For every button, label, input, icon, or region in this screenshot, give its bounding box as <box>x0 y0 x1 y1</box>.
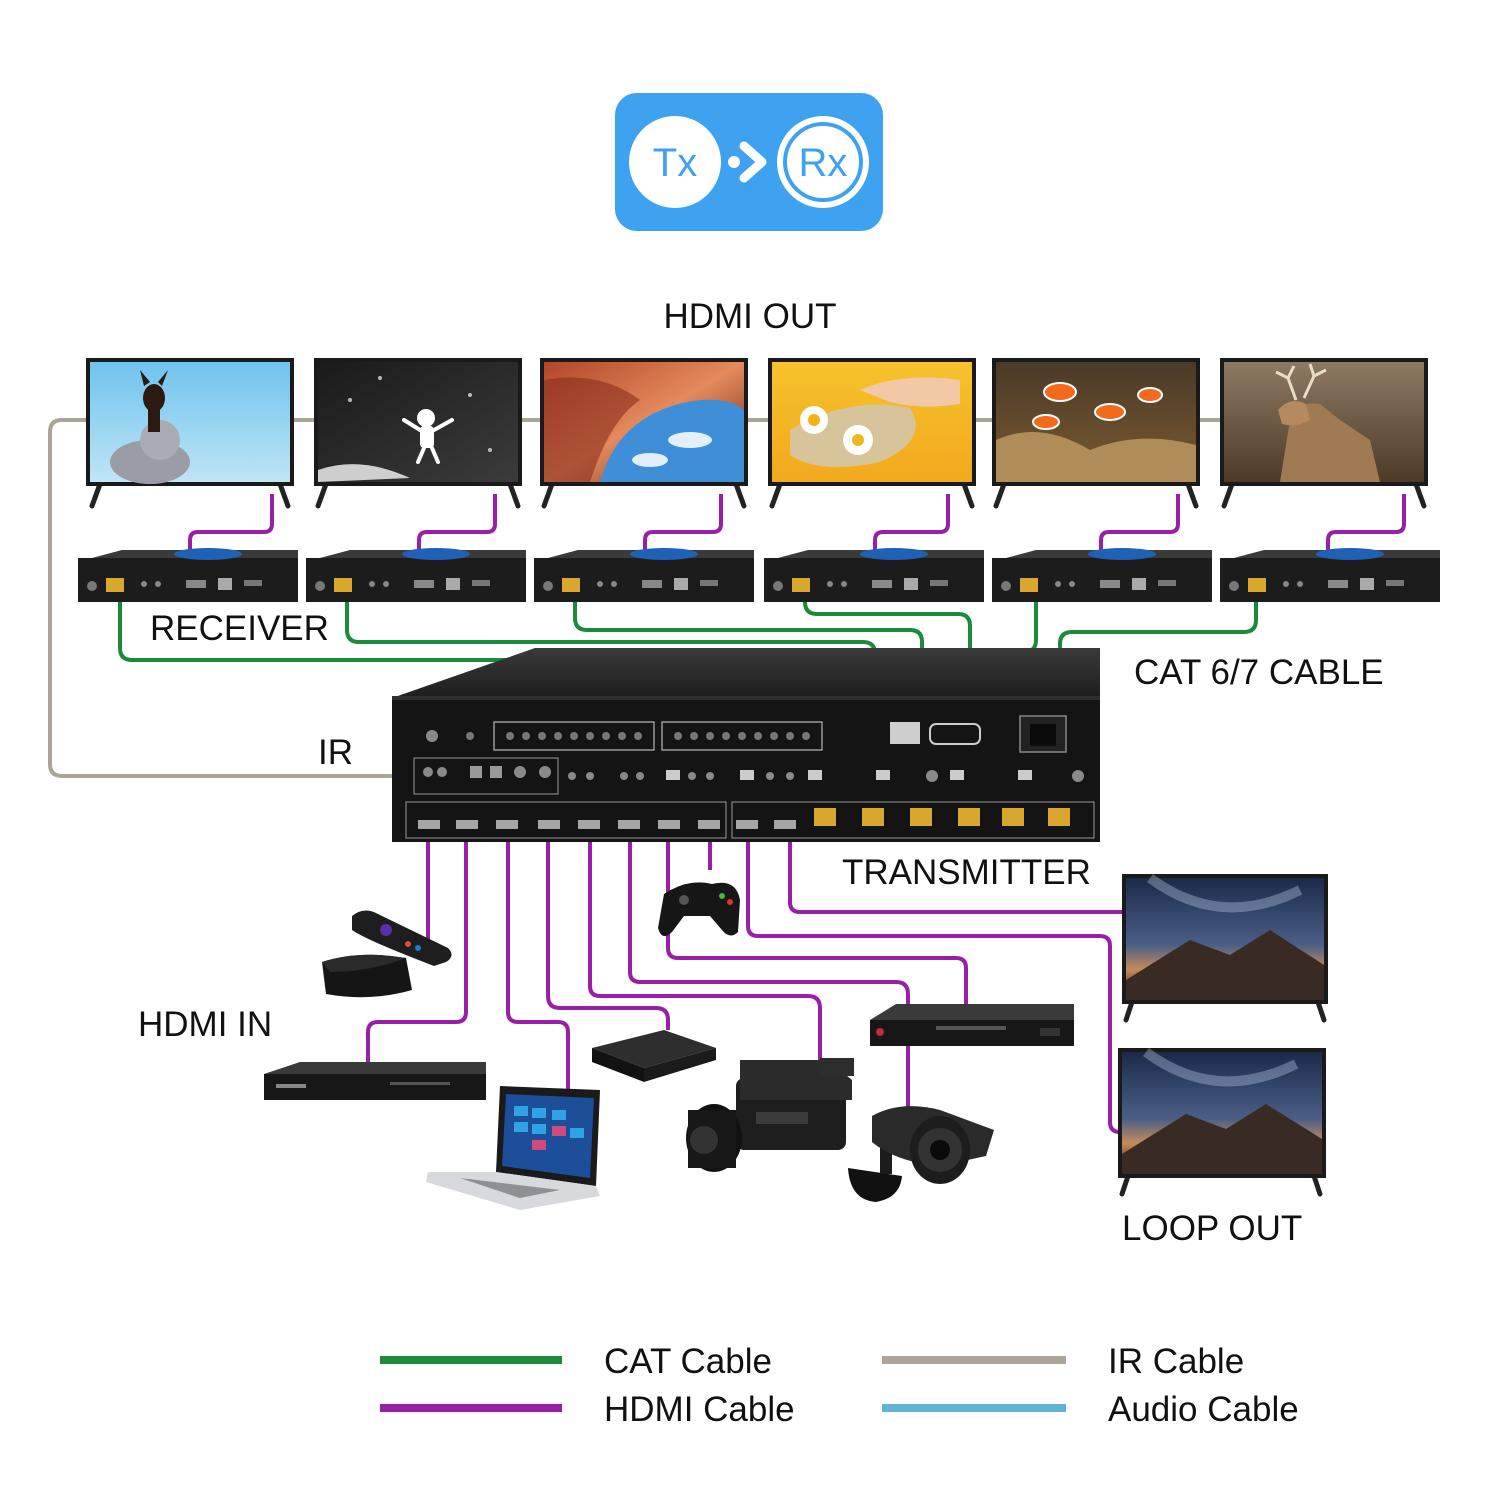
tv-5 <box>992 358 1200 509</box>
transmitter-top <box>392 648 1100 698</box>
roku-player-icon <box>322 910 452 998</box>
legend-label-ir: IR Cable <box>1108 1342 1244 1381</box>
astronaut-icon <box>318 376 492 482</box>
media-box-icon <box>592 1030 716 1082</box>
cat-cable-label: CAT 6/7 CABLE <box>1134 653 1384 692</box>
transmitter-label: TRANSMITTER <box>842 853 1091 892</box>
source-devices <box>264 882 1074 1210</box>
dog-and-cat-icon <box>110 370 190 484</box>
hdmi-in-label: HDMI IN <box>138 1005 272 1044</box>
loop-tv-1 <box>1122 873 1328 1023</box>
legend-label-hdmi: HDMI Cable <box>604 1390 795 1429</box>
blu-ray-player-icon <box>870 1004 1074 1046</box>
laptop-icon <box>426 1086 600 1210</box>
receiver-1 <box>78 548 298 602</box>
tv-row <box>86 358 1428 509</box>
ir-label: IR <box>318 733 353 772</box>
ir-cables <box>48 418 1230 778</box>
hdmi-cables-top <box>188 494 1406 550</box>
transmitter <box>392 648 1100 842</box>
camcorder-icon <box>686 1058 854 1172</box>
receiver-3 <box>534 548 754 602</box>
tv-3 <box>540 358 748 509</box>
transmitter-rear-panel <box>392 696 1100 842</box>
security-camera-icon <box>848 1106 994 1202</box>
receiver-4 <box>764 548 984 602</box>
canyon-icon <box>544 377 744 482</box>
hdmi-cables-bottom <box>366 840 1130 1134</box>
tv-6 <box>1220 358 1428 509</box>
game-controller-icon <box>658 882 740 937</box>
clownfish-icon <box>996 382 1196 482</box>
receiver-6 <box>1220 548 1440 602</box>
receiver-2 <box>306 548 526 602</box>
loop-out-tvs <box>1118 873 1328 1197</box>
daisy-bread-icon <box>790 377 960 468</box>
dvd-player-icon <box>264 1062 486 1100</box>
tx-circle <box>629 116 721 208</box>
rx-circle <box>777 116 869 208</box>
legend: CAT Cable HDMI Cable IR Cable Audio Cabl… <box>380 1342 1299 1429</box>
tx-rx-badge: Tx Rx <box>615 93 883 231</box>
tv-1 <box>86 358 294 509</box>
tx-label: Tx <box>653 141 697 185</box>
receiver-5 <box>992 548 1212 602</box>
legend-label-audio: Audio Cable <box>1108 1390 1299 1429</box>
loop-out-label: LOOP OUT <box>1122 1209 1302 1248</box>
arrow-icon <box>728 141 767 183</box>
rx-ring <box>783 122 863 202</box>
tv-2 <box>314 358 522 509</box>
hdmi-out-label: HDMI OUT <box>663 297 836 336</box>
receiver-row <box>78 548 1440 602</box>
deer-icon <box>1275 363 1380 482</box>
loop-tv-2 <box>1118 1047 1326 1197</box>
rx-label: Rx <box>799 141 848 185</box>
receiver-label: RECEIVER <box>150 609 329 648</box>
legend-label-cat: CAT Cable <box>604 1342 772 1381</box>
tv-4 <box>768 358 976 509</box>
